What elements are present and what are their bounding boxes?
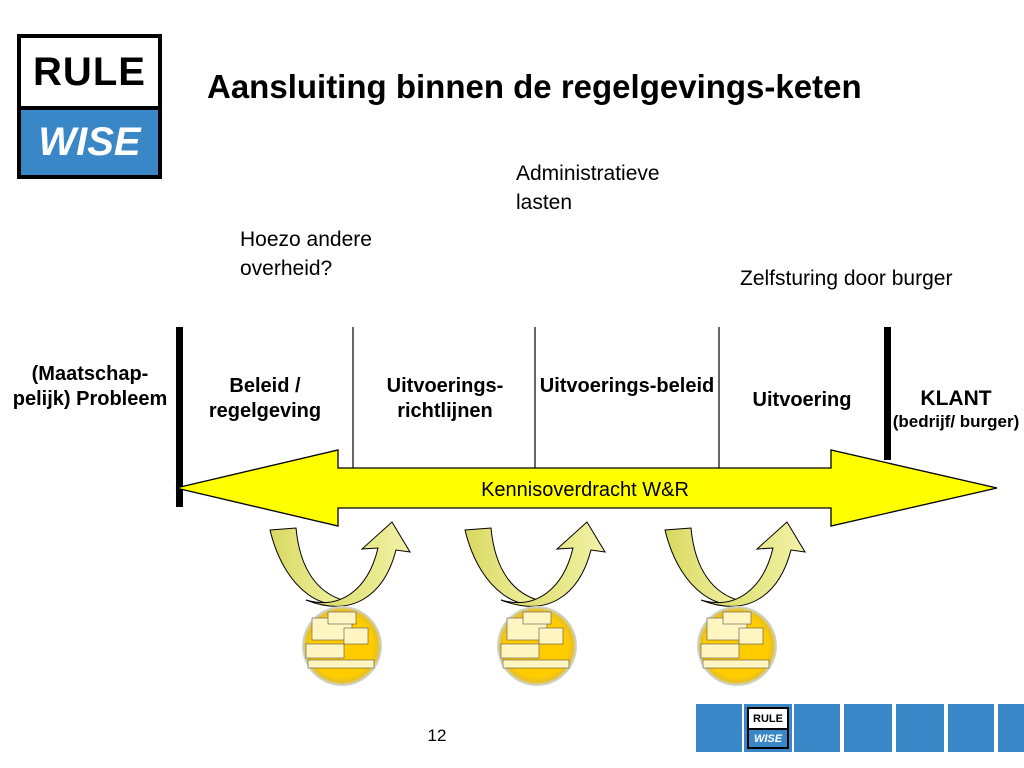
footer-block: [794, 704, 840, 752]
klant-sublabel: (bedrijf/ burger): [892, 412, 1020, 431]
stage-probleem: (Maatschap-pelijk) Probleem: [12, 363, 168, 410]
rulewise-logo: RULE WISE: [17, 34, 162, 179]
logo-bottom-text: WISE: [21, 106, 158, 175]
note-hoezo-andere-overheid: Hoezo andere overheid?: [240, 228, 372, 280]
note-zelfsturing: Zelfsturing door burger: [740, 267, 953, 290]
footer-block: [896, 704, 944, 752]
logo-top-text: RULE: [21, 38, 158, 106]
start-boundary-bar: [176, 327, 183, 507]
knowledge-loop-2: [464, 521, 606, 607]
footer-brand-strip: RULE WISE: [696, 704, 1024, 752]
knowledge-loop-1: [269, 521, 411, 607]
footer-block: [998, 704, 1024, 752]
stage-uitvoering: Uitvoering: [752, 389, 852, 411]
footer-logo-top: RULE: [753, 712, 783, 725]
model-diagram-disc: [697, 606, 777, 686]
footer-block: [948, 704, 994, 752]
footer-block: [696, 704, 742, 752]
stage-uitvoeringsbeleid: Uitvoerings-beleid: [539, 375, 715, 397]
knowledge-loop-3: [664, 521, 806, 607]
footer-logo: RULE WISE: [744, 704, 792, 752]
footer-logo-bottom: WISE: [749, 728, 787, 747]
stage-uitvoeringsrichtlijnen: Uitvoerings-richtlijnen: [386, 375, 504, 422]
footer-block: [844, 704, 892, 752]
model-diagram-disc: [497, 606, 577, 686]
klant-label: KLANT: [920, 387, 992, 410]
stage-beleid: Beleid / regelgeving: [208, 375, 322, 422]
page-number: 12: [427, 726, 447, 745]
note-administratieve-lasten: Administratieve lasten: [516, 162, 660, 214]
arrow-label: Kennisoverdracht W&R: [481, 479, 689, 501]
end-boundary-bar: [884, 327, 891, 460]
slide-title: Aansluiting binnen de regelgevings-keten: [207, 68, 862, 105]
stage-klant: KLANT (bedrijf/ burger): [892, 386, 1020, 433]
model-diagram-disc: [302, 606, 382, 686]
kennisoverdracht-arrow: [175, 449, 998, 527]
